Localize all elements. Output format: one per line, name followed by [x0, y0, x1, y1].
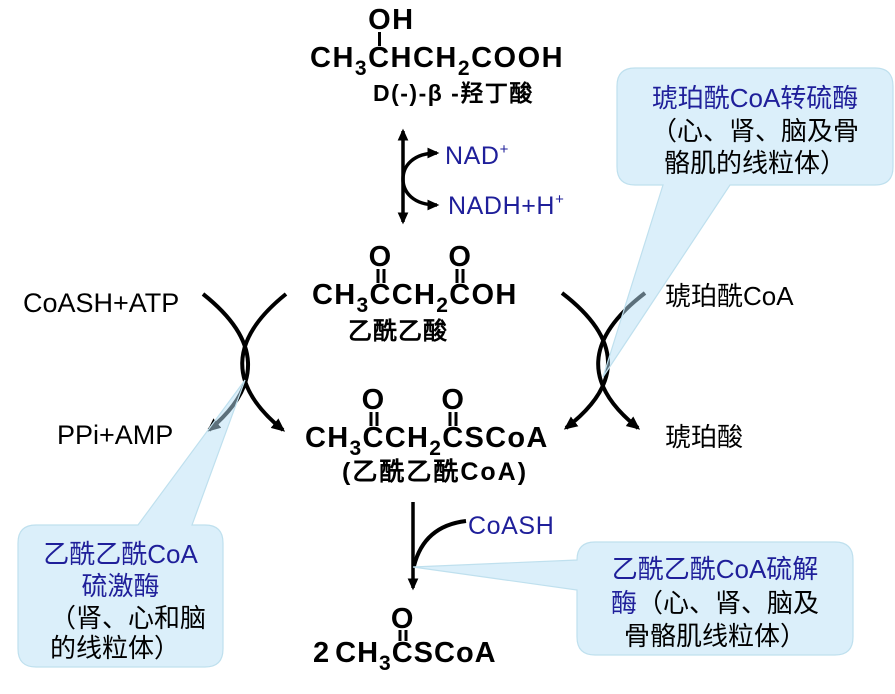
double-bond [398, 629, 408, 641]
formula-subscript: 3 [356, 293, 370, 317]
callout-acetoacetyl-coa-synthetase [17, 379, 246, 668]
formula-subscript: 2 [429, 436, 443, 460]
formula-group: CH [310, 41, 355, 74]
callout-enzyme-name: 乙酰乙酰CoA硫解 [611, 554, 819, 584]
succinyl-coa-label: 琥珀酰CoA [665, 281, 794, 311]
carbonyl-oxygen: O [448, 240, 473, 273]
double-bond [455, 268, 465, 283]
beta-hydroxybutyrate-formula: CH3C OH HCH2COOH [310, 5, 565, 80]
acetoacetyl-coa-name: (乙酰乙酰CoA) [342, 457, 529, 486]
ppi-amp-label: PPi+AMP [57, 420, 174, 450]
formula-group: CH [391, 278, 437, 311]
double-bond [448, 411, 458, 426]
double-bond [376, 268, 386, 283]
callout-acetoacetyl-coa-thiolase [412, 541, 854, 656]
callout-tissue-location: 骼肌的线粒体） [663, 148, 846, 178]
formula-group: CH [305, 421, 350, 454]
callout-tissue-location: （心、肾、脑及骨 [650, 116, 859, 146]
formula-atom: C [442, 421, 465, 454]
callout-tissue-location: （肾、心和脑 [50, 603, 207, 633]
charge-superscript: + [499, 140, 509, 158]
hydroxyl-group: OH [368, 3, 415, 36]
carbonyl-oxygen: O [390, 602, 415, 635]
stoichiometric-coefficient: 2 [313, 636, 331, 669]
nad-nadh-side-arrow [401, 147, 440, 211]
nadh-text: NADH+H [448, 191, 556, 220]
nad-label: NAD+ [445, 140, 509, 172]
formula-group: CH [335, 636, 380, 669]
coash-label: CoASH [468, 511, 555, 540]
beta-hydroxybutyrate-name: D(-)-β -羟丁酸 [373, 79, 534, 106]
formula-subscript: 2 [436, 293, 450, 317]
formula-atom: C [449, 278, 472, 311]
acetoacetate-to-acetoacetyl-coa-arrow-synthetase [240, 292, 288, 432]
formula-atom: C [391, 636, 414, 669]
formula-group: HCH [390, 41, 458, 74]
acetoacetate-name: 乙酰乙酸 [348, 317, 448, 345]
callout-enzyme-name: 乙酰乙酰CoA [43, 539, 198, 569]
callout-enzyme-name: 硫激酶 [81, 571, 160, 601]
callout-tissue-location: 骨骼肌线粒体） [623, 621, 806, 651]
succinate-label: 琥珀酸 [665, 422, 744, 452]
formula-atom: C [369, 278, 392, 311]
formula-subscript: 3 [354, 56, 369, 80]
formula-subscript: 3 [379, 651, 392, 675]
charge-superscript: + [555, 190, 565, 208]
callout-tissue-location: 的线粒体） [50, 633, 181, 663]
callout-enzyme-name: 琥珀酰CoA转硫酶 [651, 83, 859, 113]
formula-atom: C [368, 41, 391, 74]
carbonyl-oxygen: O [441, 383, 466, 416]
carbonyl-oxygen: O [361, 383, 386, 416]
coash-input-arrow [412, 519, 467, 567]
coash-atp-label: CoASH+ATP [23, 288, 180, 318]
nadh-label: NADH+H+ [448, 190, 565, 222]
formula-subscript: 2 [457, 56, 472, 80]
formula-group: CH [384, 421, 430, 454]
callout-line: 酶（心、肾、脑及 [577, 590, 853, 616]
carbonyl-oxygen: O [368, 240, 393, 273]
callout-tissue-location: （心、肾、脑及 [637, 588, 820, 618]
formula-group: COOH [471, 41, 565, 74]
double-bond [369, 411, 379, 426]
nad-text: NAD [445, 141, 500, 170]
formula-atom: C [362, 421, 385, 454]
formula-subscript: 3 [349, 436, 363, 460]
callout-succinyl-coa-transferase [602, 67, 894, 378]
formula-group: SCoA [413, 636, 497, 669]
formula-group: OH [471, 278, 518, 311]
formula-group: CH [312, 278, 357, 311]
hydroxyl-bearing-carbon: C OH [368, 5, 413, 74]
single-bond [377, 31, 381, 46]
formula-group: SCoA [464, 421, 549, 454]
callout-enzyme-name-continued: 酶 [610, 588, 637, 618]
